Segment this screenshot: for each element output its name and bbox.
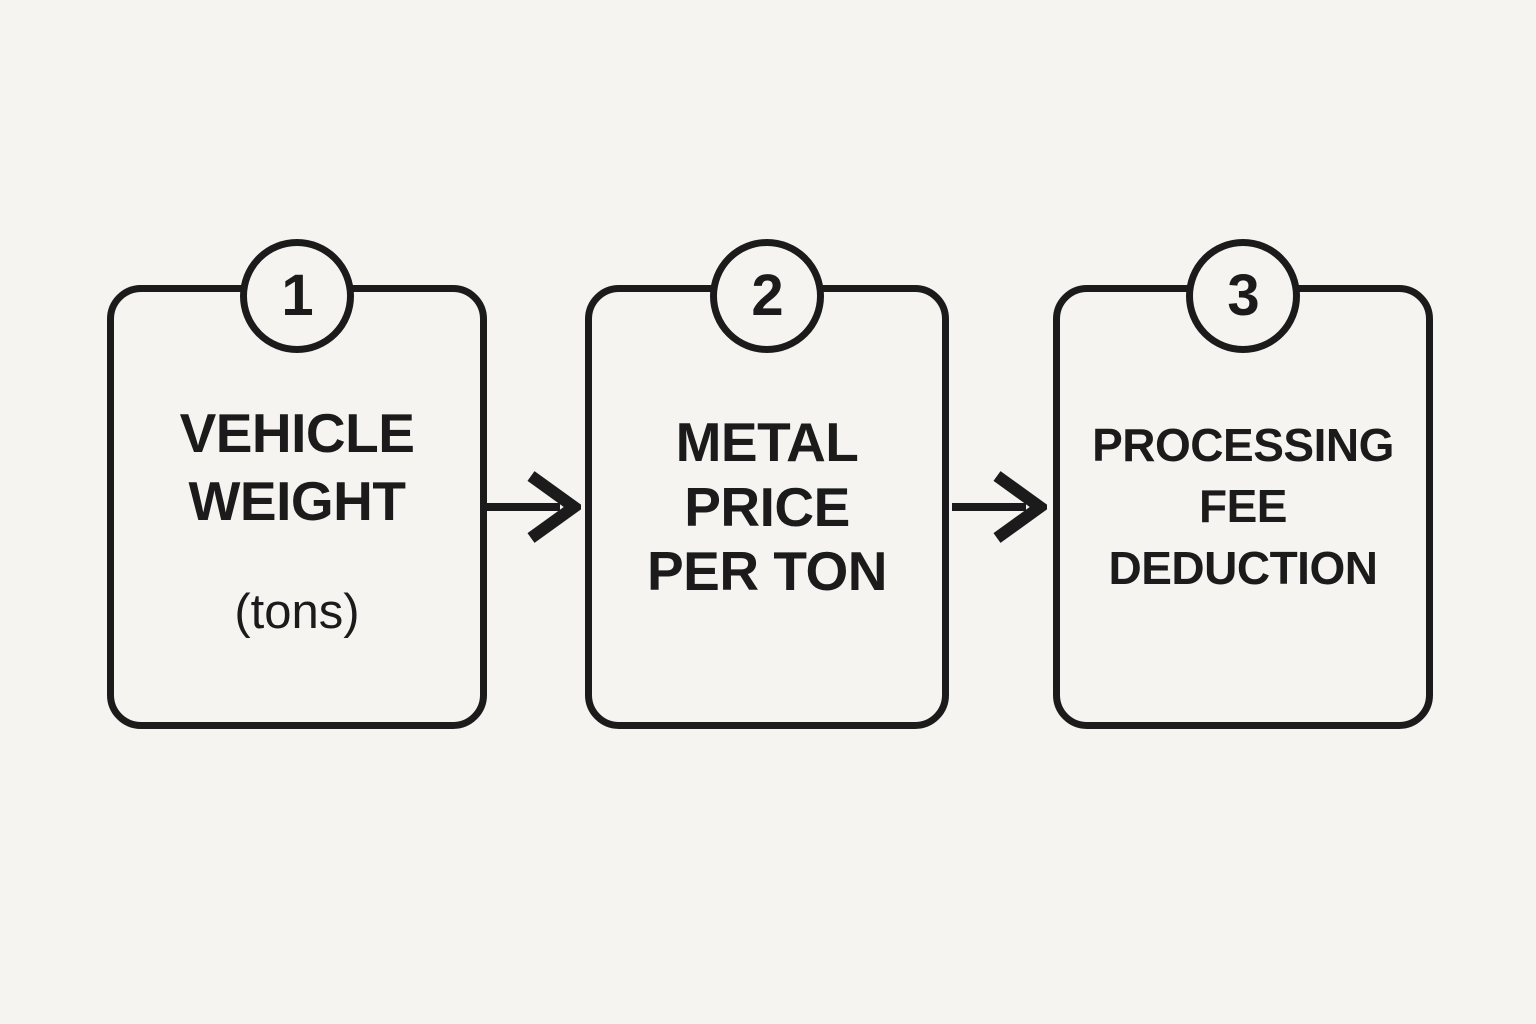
step-2-title-line-3: PER TON <box>647 540 887 603</box>
step-2-title-line-1: METAL <box>675 410 859 473</box>
step-1-title-line-1: VEHICLE <box>179 402 415 465</box>
step-1-number: 1 <box>281 263 313 328</box>
step-card-3: 3 PROCESSING FEE DEDUCTION <box>1053 239 1433 729</box>
step-1-title: VEHICLE WEIGHT <box>180 400 415 535</box>
step-2-number: 2 <box>751 263 783 328</box>
step-3-number-badge: 3 <box>1186 239 1300 353</box>
arrow-right-icon <box>486 469 581 545</box>
step-2-number-badge: 2 <box>710 239 824 353</box>
step-1-number-badge: 1 <box>240 239 354 353</box>
step-2-title-line-2: PRICE <box>684 475 850 538</box>
step-3-title: PROCESSING FEE DEDUCTION <box>1092 415 1394 599</box>
step-card-2: 2 METAL PRICE PER TON <box>585 239 949 729</box>
step-1-content: VEHICLE WEIGHT (tons) <box>121 299 473 715</box>
arrow-right-icon <box>952 469 1047 545</box>
step-3-title-line-2: FEE <box>1199 480 1287 533</box>
step-3-number: 3 <box>1227 263 1259 328</box>
step-card-1: 1 VEHICLE WEIGHT (tons) <box>107 239 487 729</box>
step-3-content: PROCESSING FEE DEDUCTION <box>1067 299 1419 715</box>
step-2-title: METAL PRICE PER TON <box>647 410 887 605</box>
step-3-title-line-3: DEDUCTION <box>1108 541 1378 594</box>
step-3-title-line-1: PROCESSING <box>1092 419 1394 472</box>
step-1-title-line-2: WEIGHT <box>188 470 406 532</box>
step-1-subtitle: (tons) <box>234 584 360 639</box>
step-2-content: METAL PRICE PER TON <box>599 299 935 715</box>
